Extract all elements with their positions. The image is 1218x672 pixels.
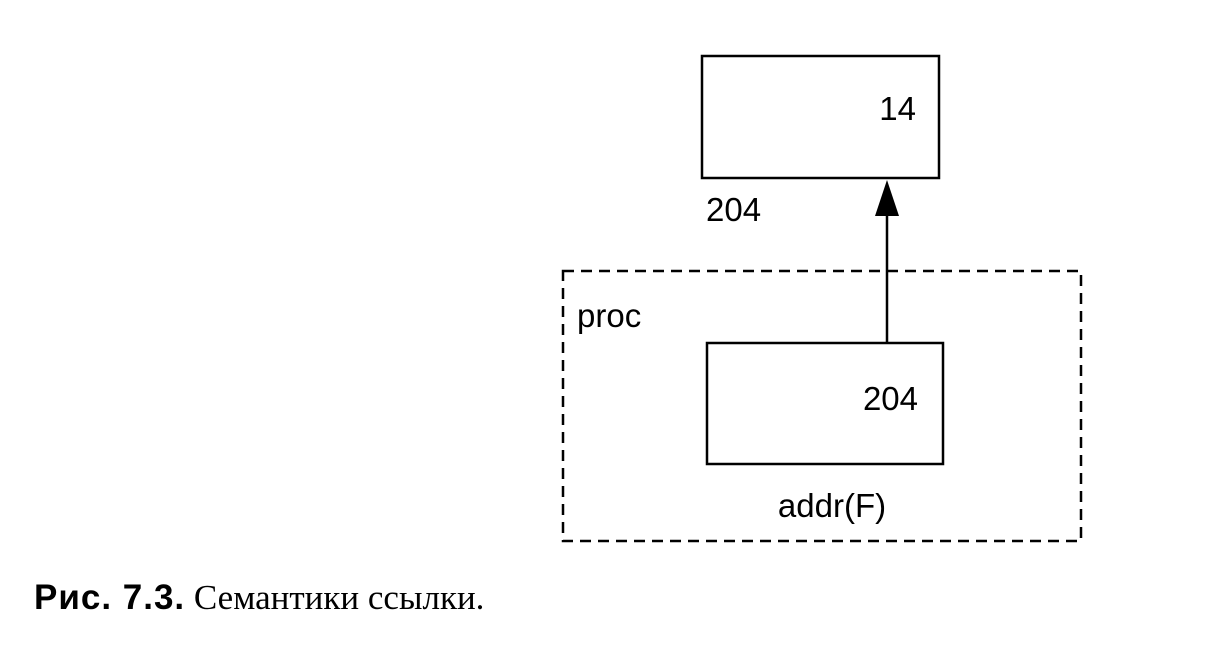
procedure-label: proc: [577, 297, 641, 334]
parameter-cell-name: addr(F): [778, 487, 886, 524]
procedure-frame: [561, 269, 1083, 543]
parameter-cell: [705, 341, 945, 466]
reference-arrow-head: [875, 180, 899, 216]
top-cell-address: 204: [706, 191, 761, 228]
top-memory-cell: [700, 54, 941, 180]
figure-caption-text: Семантики ссылки.: [193, 578, 485, 617]
parameter-cell-value: 204: [863, 380, 918, 417]
figure-caption-label: Рис. 7.3.: [34, 578, 186, 617]
top-cell-value: 14: [879, 90, 916, 127]
figure-caption: Рис. 7.3. Семантики ссылки.: [34, 578, 484, 618]
